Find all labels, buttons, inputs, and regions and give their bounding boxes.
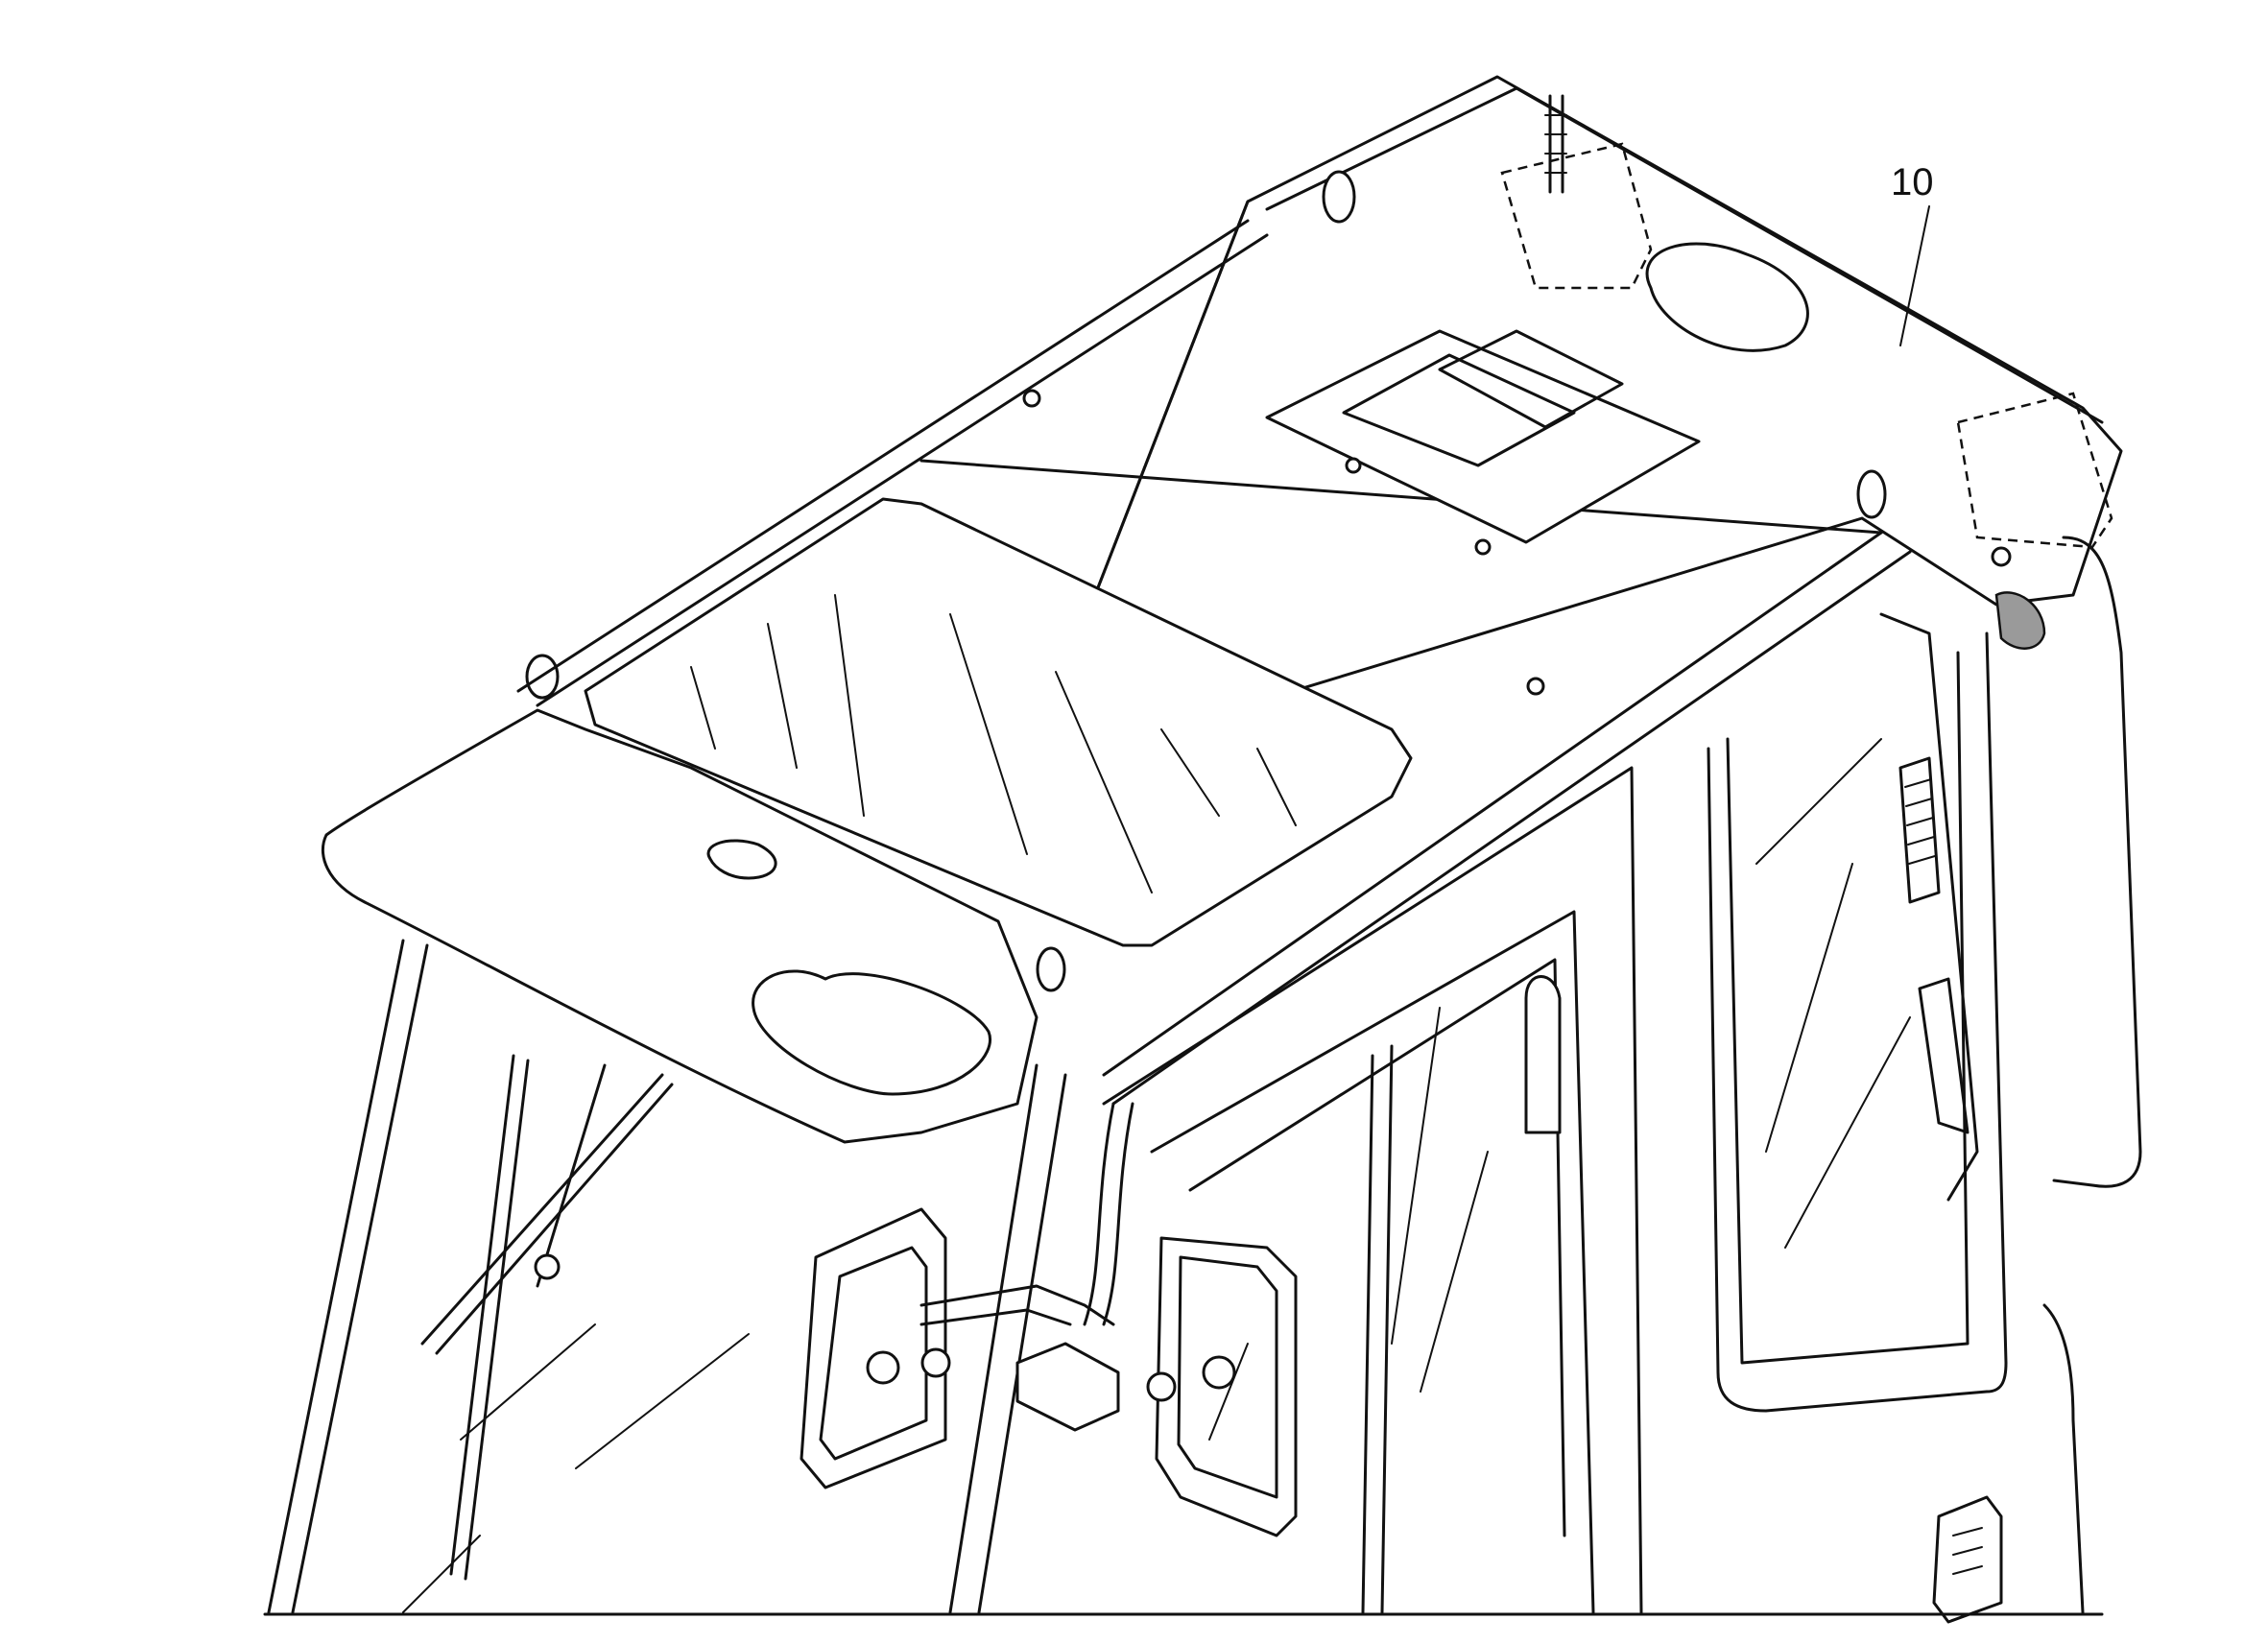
wiper-arm <box>420 1054 674 1581</box>
callout-10-leader <box>1899 205 1930 346</box>
antenna-rod <box>1544 94 1567 194</box>
mirror-mount-block <box>1015 1102 1134 1432</box>
rear-pillar <box>1879 591 2046 1202</box>
roof-window <box>584 497 1413 947</box>
rear-window <box>1707 631 2008 1413</box>
roof-bolts <box>1022 389 2012 696</box>
roof-rear-opening <box>1645 242 1809 352</box>
mirror-left <box>800 1207 1115 1489</box>
work-lamp-right <box>1956 392 2113 549</box>
cab-front-frame <box>267 939 1067 1614</box>
roof-hatch <box>1265 329 1701 544</box>
callout-label-10: 10 <box>1891 161 1934 203</box>
cab-door <box>1102 766 1643 1614</box>
lifting-eye-front <box>525 170 1887 992</box>
work-lamp-left <box>1500 142 1653 290</box>
cab-rear-panel <box>1932 536 2142 1624</box>
sun-visor <box>321 708 1039 1144</box>
mirror-right <box>1146 1236 1298 1537</box>
